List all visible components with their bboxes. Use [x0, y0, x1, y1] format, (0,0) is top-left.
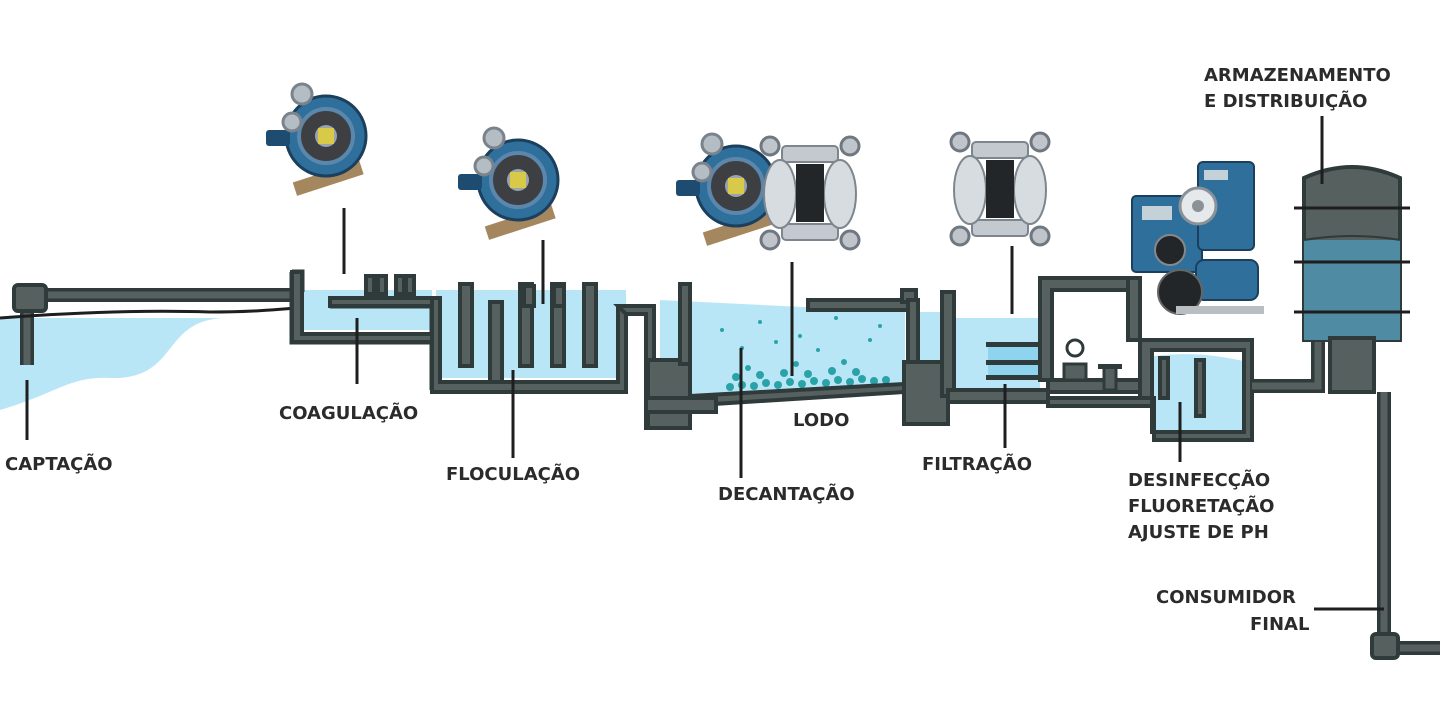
intake-elbow: [12, 283, 48, 313]
label-filtracao: FILTRAÇÃO: [922, 452, 1032, 475]
diaphragm-pump-icon: [949, 131, 1051, 247]
label-floculacao: FLOCULAÇÃO: [446, 462, 580, 485]
label-coagulacao: COAGULAÇÃO: [279, 401, 418, 424]
dosing-pump-icon: [1131, 161, 1255, 273]
label-fluoretacao: FLUORETAÇÃO: [1128, 494, 1274, 517]
label-consumidor: CONSUMIDOR: [1156, 587, 1296, 608]
sludge-outlet-pipe: [644, 396, 718, 414]
peristaltic-pump-icon: [264, 82, 368, 198]
label-desinfeccao: DESINFECÇÃO: [1128, 468, 1270, 491]
label-distribuicao: E DISTRIBUIÇÃO: [1204, 89, 1367, 112]
decantation-water: [660, 300, 905, 398]
distribution-pipe: [1377, 392, 1440, 655]
dosing-house: [1038, 276, 1142, 382]
label-captacao: CAPTAÇÃO: [5, 452, 113, 475]
valve-icon: [1062, 338, 1122, 392]
baffle-5: [582, 282, 598, 368]
river-water: [0, 318, 225, 410]
label-lodo: LODO: [793, 410, 849, 431]
decanter-inlet-chamber: [646, 358, 692, 430]
label-armazenamento: ARMAZENAMENTO: [1204, 65, 1391, 86]
consumer-elbow: [1370, 632, 1400, 660]
baffle-1: [458, 282, 474, 368]
label-ajuste-ph: AJUSTE DE PH: [1128, 522, 1269, 543]
river-bank: [0, 306, 297, 320]
storage-tank: [1294, 165, 1410, 394]
label-decantacao: DECANTAÇÃO: [718, 482, 855, 505]
peristaltic-pump-icon: [456, 126, 560, 242]
centrifugal-pump-icon: [1157, 259, 1264, 315]
disinfection-tank: [1138, 338, 1254, 442]
baffle-2: [488, 300, 504, 384]
diaphragm-pump-icon: [759, 135, 861, 251]
label-final: FINAL: [1250, 614, 1309, 635]
